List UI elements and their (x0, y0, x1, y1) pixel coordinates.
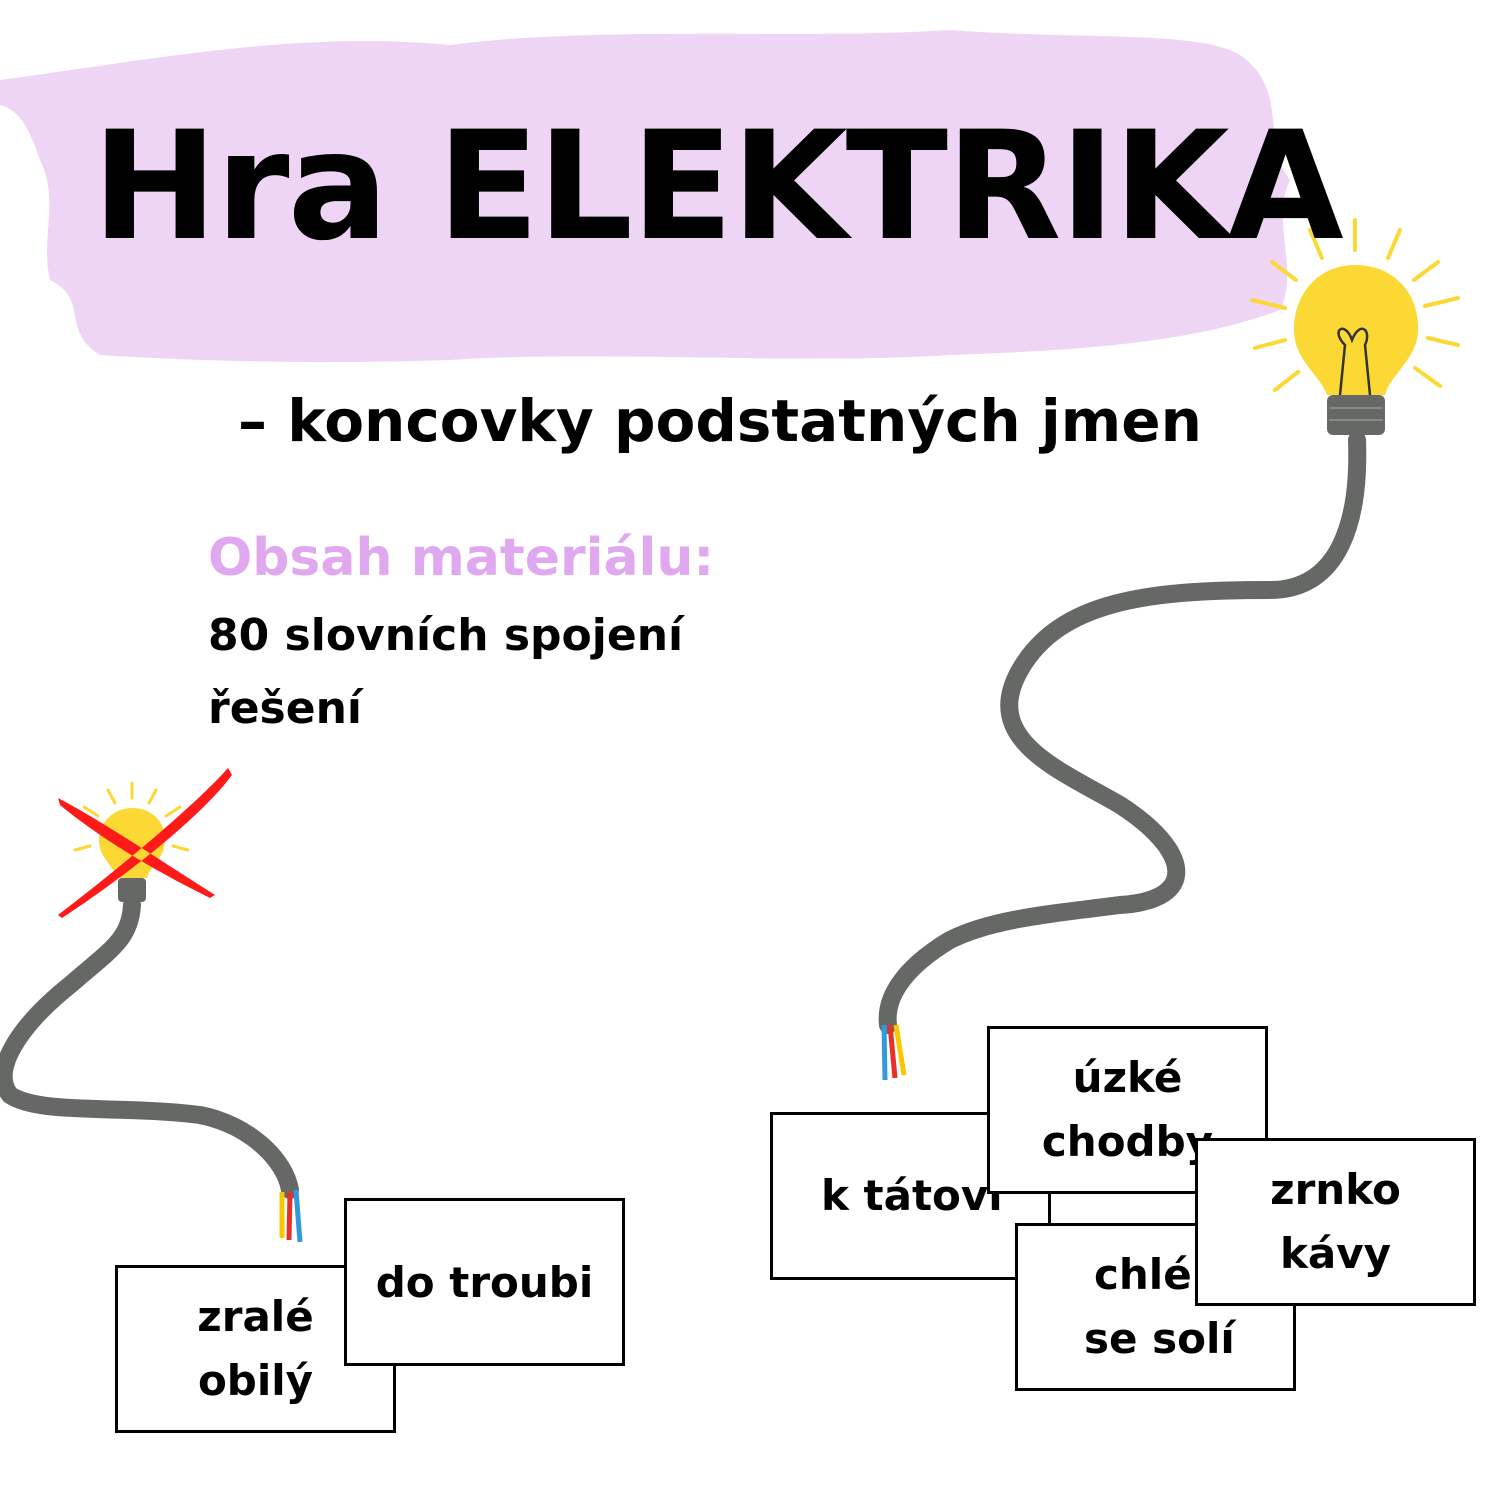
word-card: zrnko kávy (1195, 1138, 1476, 1306)
subtitle: – koncovky podstatných jmen (238, 387, 1202, 455)
wire-yellow (893, 1024, 907, 1076)
word-card: k tátovi (770, 1112, 1051, 1280)
card-text: se solí (1084, 1314, 1235, 1363)
pink-brush-stroke (0, 30, 1290, 363)
card-text: zrnko (1270, 1165, 1401, 1214)
contents-heading: Obsah materiálu: (208, 528, 715, 588)
card-text: chlé (1094, 1250, 1192, 1299)
contents-item: řešení (208, 683, 362, 734)
wire-blue (881, 1024, 888, 1081)
cable-right (878, 431, 1367, 1034)
wire-red (887, 1024, 898, 1079)
card-text: k tátovi (821, 1171, 1003, 1220)
wire-red (286, 1191, 293, 1241)
wire-blue (293, 1189, 303, 1243)
red-cross-icon (58, 768, 232, 918)
card-text: chodby (1041, 1117, 1214, 1166)
card-text: kávy (1279, 1229, 1392, 1278)
card-text: úzké (1072, 1053, 1183, 1102)
cable-left (0, 896, 299, 1199)
word-card: do troubi (344, 1198, 625, 1366)
contents-item: 80 slovních spojení (208, 610, 684, 661)
card-text: zralé (197, 1292, 314, 1341)
card-text: do troubi (375, 1258, 594, 1307)
lightbulb-icon (1250, 218, 1460, 435)
card-text: obilý (197, 1356, 314, 1405)
page-title: Hra ELEKTRIKA (92, 100, 1344, 274)
